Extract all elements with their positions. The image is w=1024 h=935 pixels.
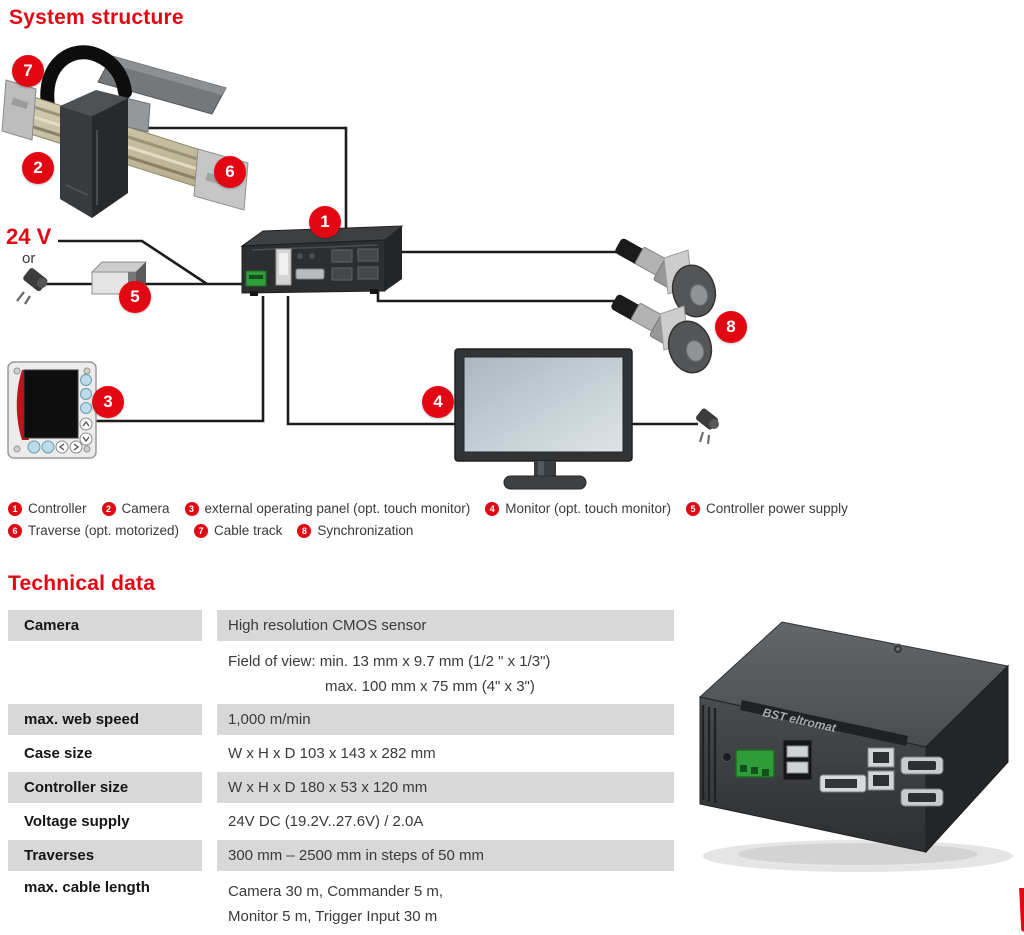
legend-num-8: 8 — [297, 523, 312, 538]
legend-num-1: 1 — [8, 501, 22, 516]
row-value: W x H x D 103 x 143 x 282 mm — [228, 745, 436, 762]
table-row-field-of-view: Field of view: min. 13 mm x 9.7 mm (1/2 … — [8, 644, 674, 701]
row-label: Controller size — [8, 772, 202, 803]
callout-6-traverse: 6 — [214, 156, 246, 188]
monitor-illustration — [454, 348, 633, 490]
serial-ports-icon — [900, 756, 944, 807]
table-row-camera: Camera High resolution CMOS sensor — [8, 610, 674, 641]
cable-24v — [58, 239, 208, 286]
legend-num-2: 2 — [101, 501, 116, 516]
table-row-max-cable-length: max. cable length Camera 30 m, Commander… — [8, 874, 674, 931]
row-label: Case size — [24, 745, 93, 762]
cable-controller-to-sync2 — [376, 289, 618, 303]
cable-camera-to-controller — [132, 126, 348, 240]
lan-ports-icon — [867, 747, 895, 791]
page-edge-red-mark — [1019, 888, 1024, 932]
usb-ports-icon — [782, 739, 813, 781]
system-structure-title: System structure — [9, 6, 184, 29]
callout-4-monitor: 4 — [422, 386, 454, 418]
cable-controller-to-panel — [96, 296, 265, 423]
table-row-voltage-supply: Voltage supply 24V DC (19.2V..27.6V) / 2… — [8, 806, 674, 837]
row-label: max. cable length — [24, 879, 150, 896]
row-value: 24V DC (19.2V..27.6V) / 2.0A — [228, 813, 424, 830]
or-label: or — [22, 250, 36, 267]
dvi-port-icon — [819, 774, 867, 793]
row-value: High resolution CMOS sensor — [228, 617, 427, 634]
row-label: max. web speed — [8, 704, 202, 735]
row-value-line2: max. 100 mm x 75 mm (4" x 3") — [325, 678, 535, 695]
legend-num-6: 6 — [8, 523, 22, 538]
callout-3-operating-panel: 3 — [92, 386, 124, 418]
power-plug-icon — [16, 268, 48, 305]
table-row-controller-size: Controller size W x H x D 180 x 53 x 120… — [8, 772, 674, 803]
legend-num-5: 5 — [686, 501, 701, 516]
operating-panel-illustration — [7, 361, 97, 459]
row-value-line2: Monitor 5 m, Trigger Input 30 m — [228, 908, 438, 925]
panel-buttons — [27, 374, 93, 454]
legend-num-4: 4 — [485, 501, 500, 516]
technical-data-title: Technical data — [8, 572, 156, 595]
row-label — [8, 644, 202, 701]
cable-track-illustration — [40, 45, 132, 113]
legend-num-3: 3 — [184, 501, 199, 516]
row-label: Traverses — [8, 840, 202, 871]
legend-num-7: 7 — [194, 523, 209, 538]
row-label: Camera — [8, 610, 202, 641]
row-value-line1: Field of view: min. 13 mm x 9.7 mm (1/2 … — [228, 653, 551, 670]
callout-5-power-supply: 5 — [119, 281, 151, 313]
row-value: 300 mm – 2500 mm in steps of 50 mm — [228, 847, 484, 864]
row-value: W x H x D 180 x 53 x 120 mm — [228, 779, 428, 796]
callout-8-synchronization: 8 — [715, 311, 747, 343]
row-value: 1,000 m/min — [228, 711, 311, 728]
row-value-line1: Camera 30 m, Commander 5 m, — [228, 883, 444, 900]
voltage-24v-label: 24 V — [6, 224, 52, 249]
table-row-case-size: Case size W x H x D 103 x 143 x 282 mm — [8, 738, 674, 769]
camera-illustration — [60, 90, 128, 218]
monitor-plug-icon — [696, 408, 719, 445]
cable-controller-to-monitor — [286, 296, 458, 426]
callout-7-cable-track: 7 — [12, 55, 44, 87]
controller-product-photo: BST eltromat — [698, 621, 1013, 872]
table-row-max-web-speed: max. web speed 1,000 m/min — [8, 704, 674, 735]
table-row-traverses: Traverses 300 mm – 2500 mm in steps of 5… — [8, 840, 674, 871]
sync-sensor-1 — [615, 238, 717, 318]
row-label: Voltage supply — [24, 813, 130, 830]
callout-2-camera: 2 — [22, 152, 54, 184]
sync-sensor-2 — [611, 294, 713, 374]
technical-data-table: Camera High resolution CMOS sensor Field… — [8, 610, 674, 931]
callout-1-controller: 1 — [309, 206, 341, 238]
